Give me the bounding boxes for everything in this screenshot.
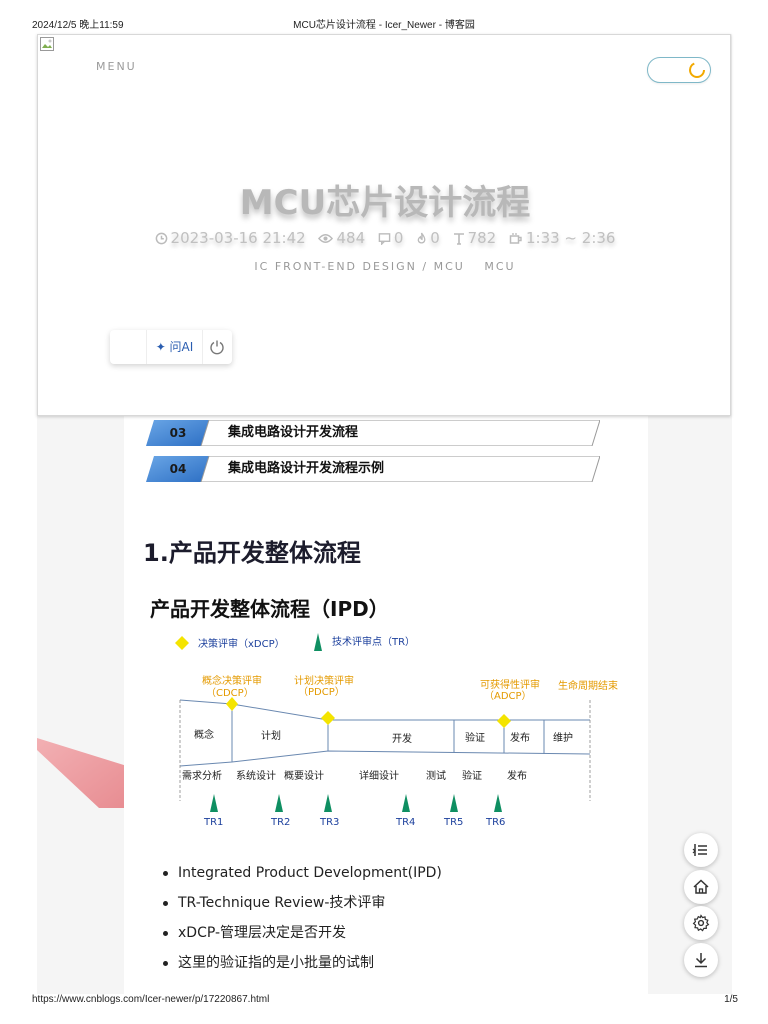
cdcp-diamond-icon — [226, 697, 238, 711]
category-link[interactable]: MCU — [484, 260, 516, 273]
power-button[interactable] — [203, 330, 232, 364]
legend-decision-label: 决策评审（xDCP） — [198, 637, 285, 650]
theme-toggle[interactable] — [647, 57, 711, 83]
list-item: TR-Technique Review-技术评审 — [160, 892, 442, 922]
home-icon — [693, 879, 709, 894]
toc-banner — [146, 456, 600, 482]
bullet-list: Integrated Product Development(IPD) TR-T… — [160, 862, 442, 982]
pdcp-diamond-icon — [321, 711, 335, 725]
activity-label: 测试 — [426, 769, 446, 782]
comment-icon — [378, 233, 391, 246]
post-action-bar: ✦ 问AI — [110, 330, 232, 364]
activity-label: 发布 — [507, 769, 527, 782]
broken-image-icon — [40, 37, 54, 51]
post-categories: IC FRONT-END DESIGN / MCU MCU — [38, 260, 732, 273]
tr4-triangle-icon — [402, 794, 410, 812]
print-footer: https://www.cnblogs.com/Icer-newer/p/172… — [0, 994, 768, 1010]
text-icon — [453, 233, 464, 245]
download-icon — [695, 953, 707, 968]
coffee-icon — [509, 233, 522, 244]
tr2-triangle-icon — [275, 794, 283, 812]
word-count: 782 — [453, 229, 496, 247]
article-content — [124, 416, 648, 994]
phase-label: 开发 — [392, 732, 412, 745]
phase-label: 发布 — [510, 731, 530, 744]
toc-icon — [692, 844, 707, 856]
action-placeholder — [110, 330, 147, 364]
phase-label: 验证 — [465, 731, 485, 744]
gate-abbr: （ADCP） — [484, 690, 532, 702]
legend-tech-label: 技术评审点（TR） — [332, 635, 415, 648]
tr6-triangle-icon — [494, 794, 502, 812]
post-date: 2023-03-16 21:42 — [155, 229, 306, 247]
legend-diamond-icon — [175, 636, 189, 650]
toc-item[interactable]: 03 集成电路设计开发流程 — [146, 420, 600, 446]
phase-label: 概念 — [194, 728, 214, 741]
image-title: 产品开发整体流程（IPD） — [150, 597, 389, 621]
settings-button[interactable] — [684, 906, 718, 940]
tr-label: TR4 — [395, 817, 415, 828]
tr-label: TR3 — [319, 817, 339, 828]
category-link[interactable]: IC FRONT-END DESIGN / MCU — [254, 260, 465, 273]
decorative-ribbon — [37, 738, 127, 808]
toc-item[interactable]: 04 集成电路设计开发流程示例 — [146, 456, 600, 482]
tr1-triangle-icon — [210, 794, 218, 812]
print-header: 2024/12/5 晚上11:59 MCU芯片设计流程 - Icer_Newer… — [0, 16, 768, 32]
flame-icon — [417, 232, 426, 244]
toc-banner — [146, 420, 600, 446]
gate-abbr: （PDCP） — [298, 686, 345, 698]
activity-label: 需求分析 — [182, 769, 222, 782]
post-title: MCU芯片设计流程 — [239, 183, 531, 223]
toc-title: 集成电路设计开发流程示例 — [228, 461, 385, 476]
gate-label: 计划决策评审 — [294, 674, 354, 687]
list-item: xDCP-管理层决定是否开发 — [160, 922, 442, 952]
loading-spinner-icon — [689, 62, 705, 78]
legend-triangle-icon — [314, 633, 322, 651]
download-button[interactable] — [684, 943, 718, 977]
activity-label: 系统设计 — [236, 769, 276, 782]
activity-label: 详细设计 — [359, 769, 399, 782]
toc-button[interactable] — [684, 833, 718, 867]
tr-label: TR1 — [203, 817, 223, 828]
tr-label: TR2 — [270, 817, 290, 828]
activity-label: 验证 — [462, 769, 482, 782]
activity-label: 概要设计 — [284, 769, 324, 782]
print-datetime: 2024/12/5 晚上11:59 — [32, 20, 124, 31]
tr5-triangle-icon — [450, 794, 458, 812]
phase-label: 计划 — [261, 729, 281, 742]
adcp-diamond-icon — [497, 714, 511, 728]
phase-label: 维护 — [553, 731, 573, 744]
toc-title: 集成电路设计开发流程 — [228, 425, 359, 440]
gate-abbr: （CDCP） — [206, 687, 254, 699]
blog-header: MENU MCU芯片设计流程 2023-03-16 21:42 484 0 0 … — [37, 34, 731, 416]
print-url: https://www.cnblogs.com/Icer-newer/p/172… — [32, 994, 270, 1005]
home-button[interactable] — [684, 870, 718, 904]
read-time: 1:33 ~ 2:36 — [509, 229, 615, 247]
list-item: 这里的验证指的是小批量的试制 — [160, 952, 442, 982]
print-doc-title: MCU芯片设计流程 - Icer_Newer - 博客园 — [293, 20, 475, 31]
tr-label: TR6 — [485, 817, 505, 828]
eye-icon — [318, 234, 334, 243]
ipd-diagram: 决策评审（xDCP） 技术评审点（TR） 概念决策评审 （CDCP） 计划决策评… — [175, 633, 618, 828]
tr-label: TR5 — [443, 817, 463, 828]
menu-button[interactable]: MENU — [96, 60, 137, 73]
list-item: Integrated Product Development(IPD) — [160, 862, 442, 892]
power-icon — [210, 340, 224, 355]
like-count: 0 — [416, 229, 440, 247]
gear-icon — [692, 914, 710, 932]
toc-number: 03 — [169, 426, 187, 440]
print-page-number: 1/5 — [724, 994, 738, 1005]
gate-label: 可获得性评审 — [480, 678, 540, 691]
end-label: 生命周期结束 — [558, 679, 618, 692]
ask-ai-button[interactable]: ✦ 问AI — [147, 330, 203, 364]
view-count: 484 — [318, 229, 365, 247]
toc-number: 04 — [169, 462, 187, 476]
post-meta: 2023-03-16 21:42 484 0 0 782 1:33 ~ 2:36 — [38, 229, 732, 247]
section-heading: 1.产品开发整体流程 — [143, 539, 361, 567]
gate-label: 概念决策评审 — [202, 674, 262, 687]
tr3-triangle-icon — [324, 794, 332, 812]
comment-count: 0 — [378, 229, 403, 247]
clock-icon — [155, 232, 167, 245]
